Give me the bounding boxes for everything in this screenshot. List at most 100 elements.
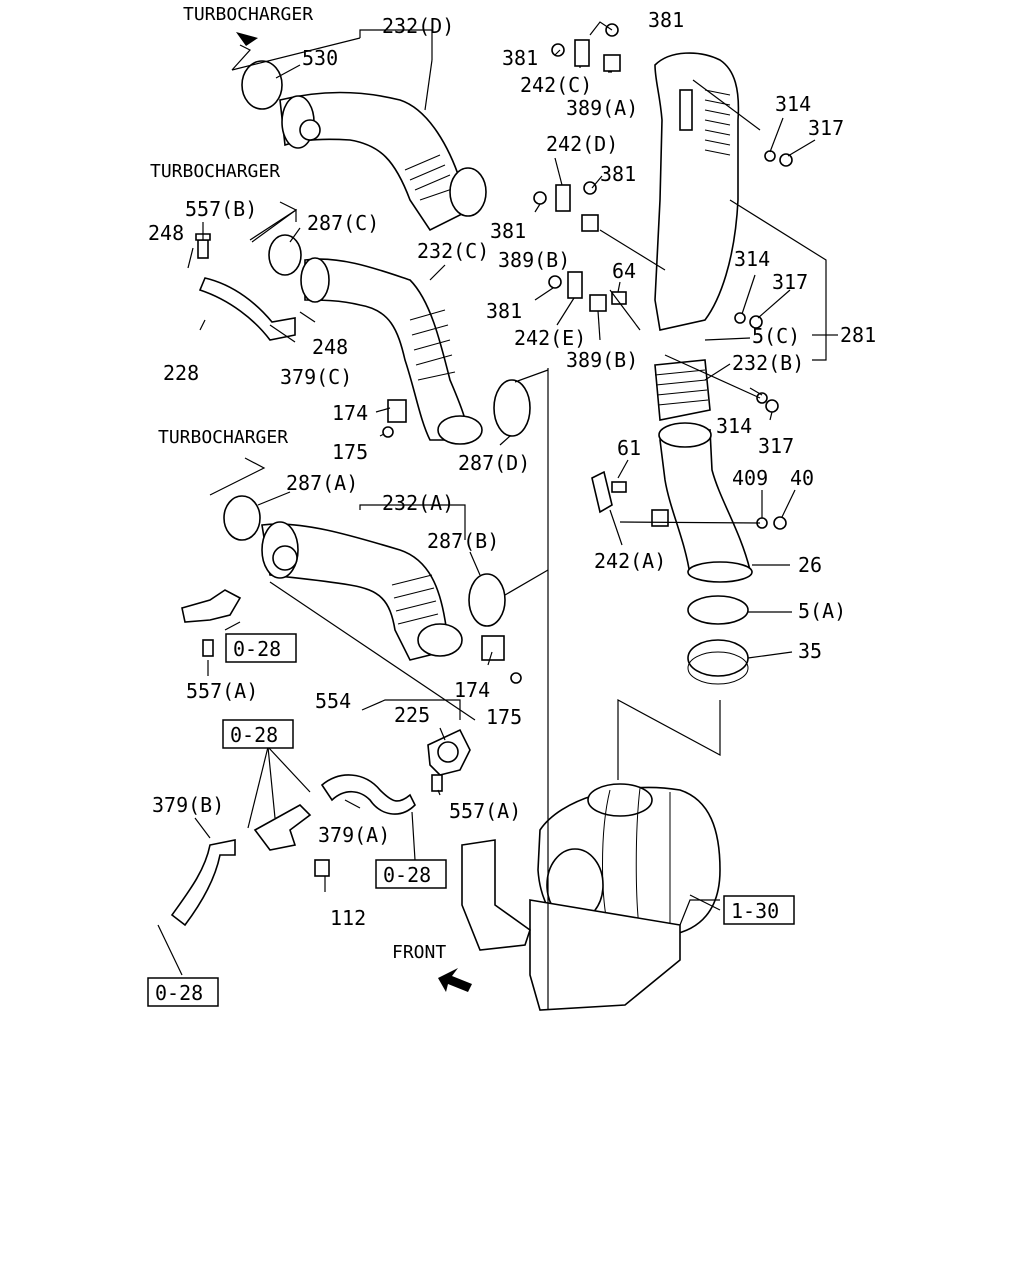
bolt-112 bbox=[314, 859, 330, 877]
label-232b: 232(B) bbox=[732, 351, 804, 375]
bracket-242e bbox=[567, 271, 583, 299]
turbocharger-arrow-top bbox=[231, 32, 258, 71]
label-389a: 389(A) bbox=[566, 96, 638, 120]
pipe-fitting bbox=[181, 589, 242, 623]
bracket-242a bbox=[591, 470, 669, 527]
ref-box-0-28-a[interactable]: 0-28 bbox=[225, 633, 297, 663]
label-232d: 232(D) bbox=[382, 14, 454, 38]
screw-175a bbox=[382, 426, 394, 438]
label-174a: 174 bbox=[332, 401, 368, 425]
label-26: 26 bbox=[798, 553, 822, 577]
label-381-b: 381 bbox=[648, 8, 684, 32]
bolt-557a-1 bbox=[202, 639, 214, 657]
label-287d: 287(D) bbox=[458, 451, 530, 475]
label-381-a: 381 bbox=[502, 46, 538, 70]
label-314-c: 314 bbox=[716, 414, 752, 438]
label-242e: 242(E) bbox=[514, 326, 586, 350]
bracket-242d bbox=[555, 184, 571, 212]
clamp-287d bbox=[493, 379, 531, 437]
air-cleaner-assembly bbox=[461, 783, 721, 1011]
label-314-b: 314 bbox=[734, 247, 770, 271]
sensor-174b bbox=[481, 635, 505, 661]
hose-379a bbox=[320, 774, 416, 815]
label-174b: 174 bbox=[454, 678, 490, 702]
label-front: FRONT bbox=[392, 942, 446, 963]
label-381-d: 381 bbox=[490, 219, 526, 243]
clamp-5a bbox=[687, 595, 749, 625]
label-232c: 232(C) bbox=[417, 239, 489, 263]
ref-label: 0-28 bbox=[155, 981, 203, 1005]
label-61: 61 bbox=[617, 436, 641, 460]
label-175b: 175 bbox=[486, 705, 522, 729]
bushing-389b-1 bbox=[581, 214, 599, 232]
hose-232a bbox=[261, 521, 463, 661]
label-409: 409 bbox=[732, 466, 768, 490]
elbow-26 bbox=[658, 422, 753, 583]
turbocharger-arrow-low bbox=[209, 457, 266, 496]
screw-175b bbox=[510, 672, 522, 684]
label-112: 112 bbox=[330, 906, 366, 930]
seal-35 bbox=[687, 639, 749, 685]
part-225 bbox=[427, 728, 471, 776]
sensor-174a bbox=[387, 399, 407, 423]
label-242c: 242(C) bbox=[520, 73, 592, 97]
label-5a: 5(A) bbox=[798, 599, 846, 623]
hose-379b bbox=[170, 839, 236, 927]
label-35: 35 bbox=[798, 639, 822, 663]
clamp-530 bbox=[241, 60, 283, 110]
label-379b: 379(B) bbox=[152, 793, 224, 817]
ref-box-0-28-c[interactable]: 0-28 bbox=[375, 859, 447, 889]
label-317-c: 317 bbox=[758, 434, 794, 458]
bolt-64 bbox=[611, 291, 627, 305]
ref-box-1-30[interactable]: 1-30 bbox=[723, 895, 795, 925]
front-arrow bbox=[438, 968, 472, 992]
label-5c: 5(C) bbox=[752, 324, 800, 348]
clamp-287c bbox=[268, 234, 302, 276]
washers-314-nuts-317 bbox=[734, 150, 793, 530]
ref-box-0-28-d[interactable]: 0-28 bbox=[147, 977, 219, 1007]
label-389b-1: 389(B) bbox=[498, 248, 570, 272]
ref-label: 0-28 bbox=[383, 863, 431, 887]
ref-label: 1-30 bbox=[731, 899, 779, 923]
bushing-389a bbox=[603, 54, 621, 72]
bushing-389b-2 bbox=[589, 294, 607, 312]
label-248b: 248 bbox=[312, 335, 348, 359]
label-557a-1: 557(A) bbox=[186, 679, 258, 703]
clamp-287a bbox=[223, 495, 261, 541]
label-389b-2: 389(B) bbox=[566, 348, 638, 372]
hose-232b bbox=[654, 359, 711, 421]
hose-232c bbox=[300, 257, 483, 445]
leader-lines bbox=[157, 21, 838, 1010]
label-248a: 248 bbox=[148, 221, 184, 245]
bolt-61 bbox=[611, 481, 627, 493]
label-287c: 287(C) bbox=[307, 211, 379, 235]
bolt-557a-2 bbox=[431, 774, 443, 792]
label-379a: 379(A) bbox=[318, 823, 390, 847]
label-175a: 175 bbox=[332, 440, 368, 464]
label-317-a: 317 bbox=[808, 116, 844, 140]
label-turbocharger-top: TURBOCHARGER bbox=[183, 4, 313, 25]
label-242d: 242(D) bbox=[546, 132, 618, 156]
bracket-fitting bbox=[253, 804, 312, 851]
bracket-242c bbox=[574, 39, 590, 67]
air-intake-duct-281 bbox=[654, 52, 740, 331]
label-381-c: 381 bbox=[600, 162, 636, 186]
part-labels: TURBOCHARGER TURBOCHARGER TURBOCHARGER F… bbox=[148, 4, 876, 963]
label-381-e: 381 bbox=[486, 299, 522, 323]
label-554: 554 bbox=[315, 689, 351, 713]
ref-box-0-28-b[interactable]: 0-28 bbox=[222, 719, 294, 749]
hose-379c bbox=[198, 277, 296, 341]
label-530: 530 bbox=[302, 46, 338, 70]
label-287b: 287(B) bbox=[427, 529, 499, 553]
label-317-b: 317 bbox=[772, 270, 808, 294]
ref-label: 0-28 bbox=[230, 723, 278, 747]
label-314-a: 314 bbox=[775, 92, 811, 116]
label-225: 225 bbox=[394, 703, 430, 727]
label-232a: 232(A) bbox=[382, 491, 454, 515]
label-379c: 379(C) bbox=[280, 365, 352, 389]
label-557a-2: 557(A) bbox=[449, 799, 521, 823]
label-281: 281 bbox=[840, 323, 876, 347]
label-40: 40 bbox=[790, 466, 814, 490]
label-557b: 557(B) bbox=[185, 197, 257, 221]
